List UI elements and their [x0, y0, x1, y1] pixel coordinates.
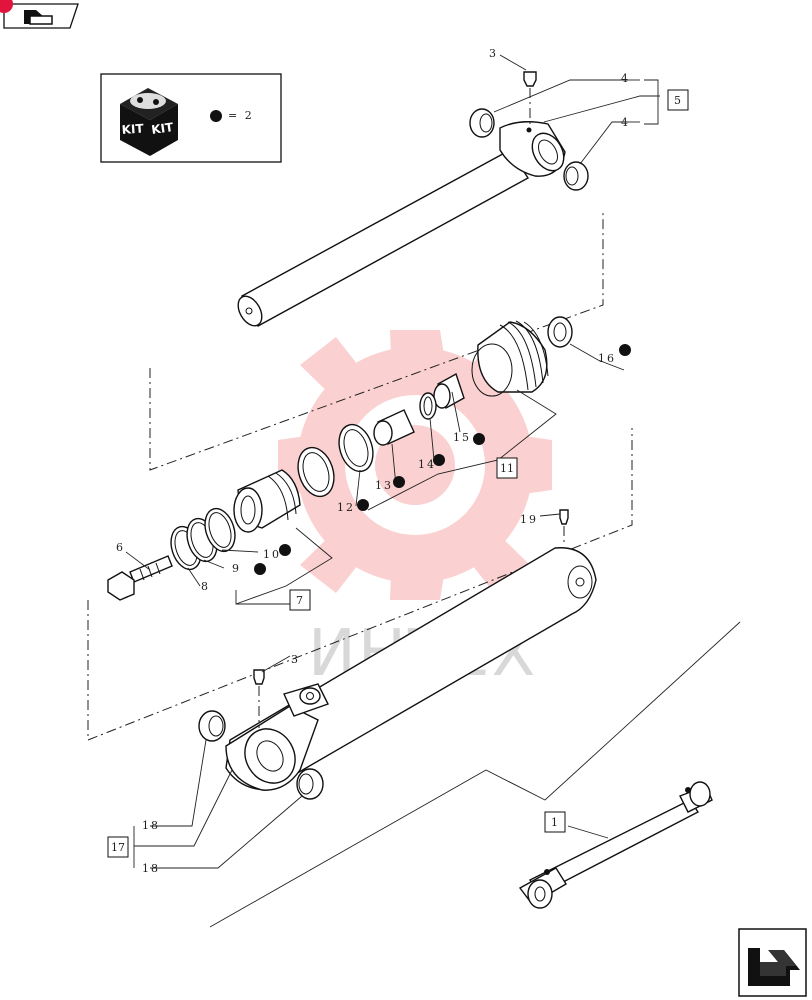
callout-18-bottom: 18 — [142, 862, 160, 875]
callout-6: 6 — [116, 541, 125, 554]
assembled-cylinder — [518, 781, 713, 909]
callout-17: 17 — [111, 841, 125, 854]
kit-label-right: KIT — [150, 120, 174, 137]
callout-7: 7 — [296, 594, 303, 607]
kit-box-icon: KIT KIT — [120, 88, 178, 156]
back-arrow-icon[interactable] — [0, 0, 79, 29]
grease-fitting-3-bottom — [253, 669, 265, 728]
kit-quantity-text: = 2 — [228, 109, 254, 122]
callout-4-bottom: 4 — [621, 116, 630, 129]
o-ring-large — [297, 446, 335, 498]
callout-14: 14 — [418, 458, 436, 471]
kit-legend: KIT KIT = 2 — [100, 73, 282, 163]
bushing-4b — [563, 161, 589, 191]
callout-19: 19 — [520, 513, 538, 526]
callout-16: 16 — [598, 352, 616, 365]
kit-label-left: KIT — [121, 121, 145, 137]
grease-nipple-19 — [559, 509, 569, 544]
cylinder-barrel — [225, 547, 597, 791]
callout-15: 15 — [453, 431, 471, 444]
kit-dot-icon — [210, 110, 222, 122]
callout-1: 1 — [551, 816, 558, 829]
gland-head — [233, 469, 301, 533]
callout-11: 11 — [500, 462, 514, 475]
callout-10: 10 — [263, 548, 281, 561]
callout-5: 5 — [674, 94, 681, 107]
piston-16 — [471, 320, 549, 397]
bushing-18b — [296, 768, 324, 800]
seal-rings-8-9-10 — [170, 507, 236, 571]
grease-fitting-3-top — [523, 71, 537, 126]
spacer-13 — [373, 409, 415, 446]
callout-8: 8 — [201, 580, 210, 593]
callout-9: 9 — [232, 562, 241, 575]
callout-12: 12 — [337, 501, 355, 514]
callout-3-top: 3 — [489, 47, 498, 60]
bolt-6 — [107, 555, 173, 601]
callout-13: 13 — [375, 479, 393, 492]
o-ring-12 — [338, 423, 374, 473]
next-arrow-icon[interactable] — [738, 928, 807, 997]
ring-14 — [419, 392, 437, 420]
callout-18-top: 18 — [142, 819, 160, 832]
bushing-18a — [198, 710, 226, 742]
sleeve-15 — [433, 372, 465, 410]
piston-rod — [237, 121, 566, 327]
callout-3-bottom: 3 — [291, 653, 300, 666]
wear-ring-16 — [547, 316, 573, 348]
bushing-4a — [469, 108, 495, 138]
callout-4-top: 4 — [621, 72, 630, 85]
kit-dots — [254, 344, 631, 575]
